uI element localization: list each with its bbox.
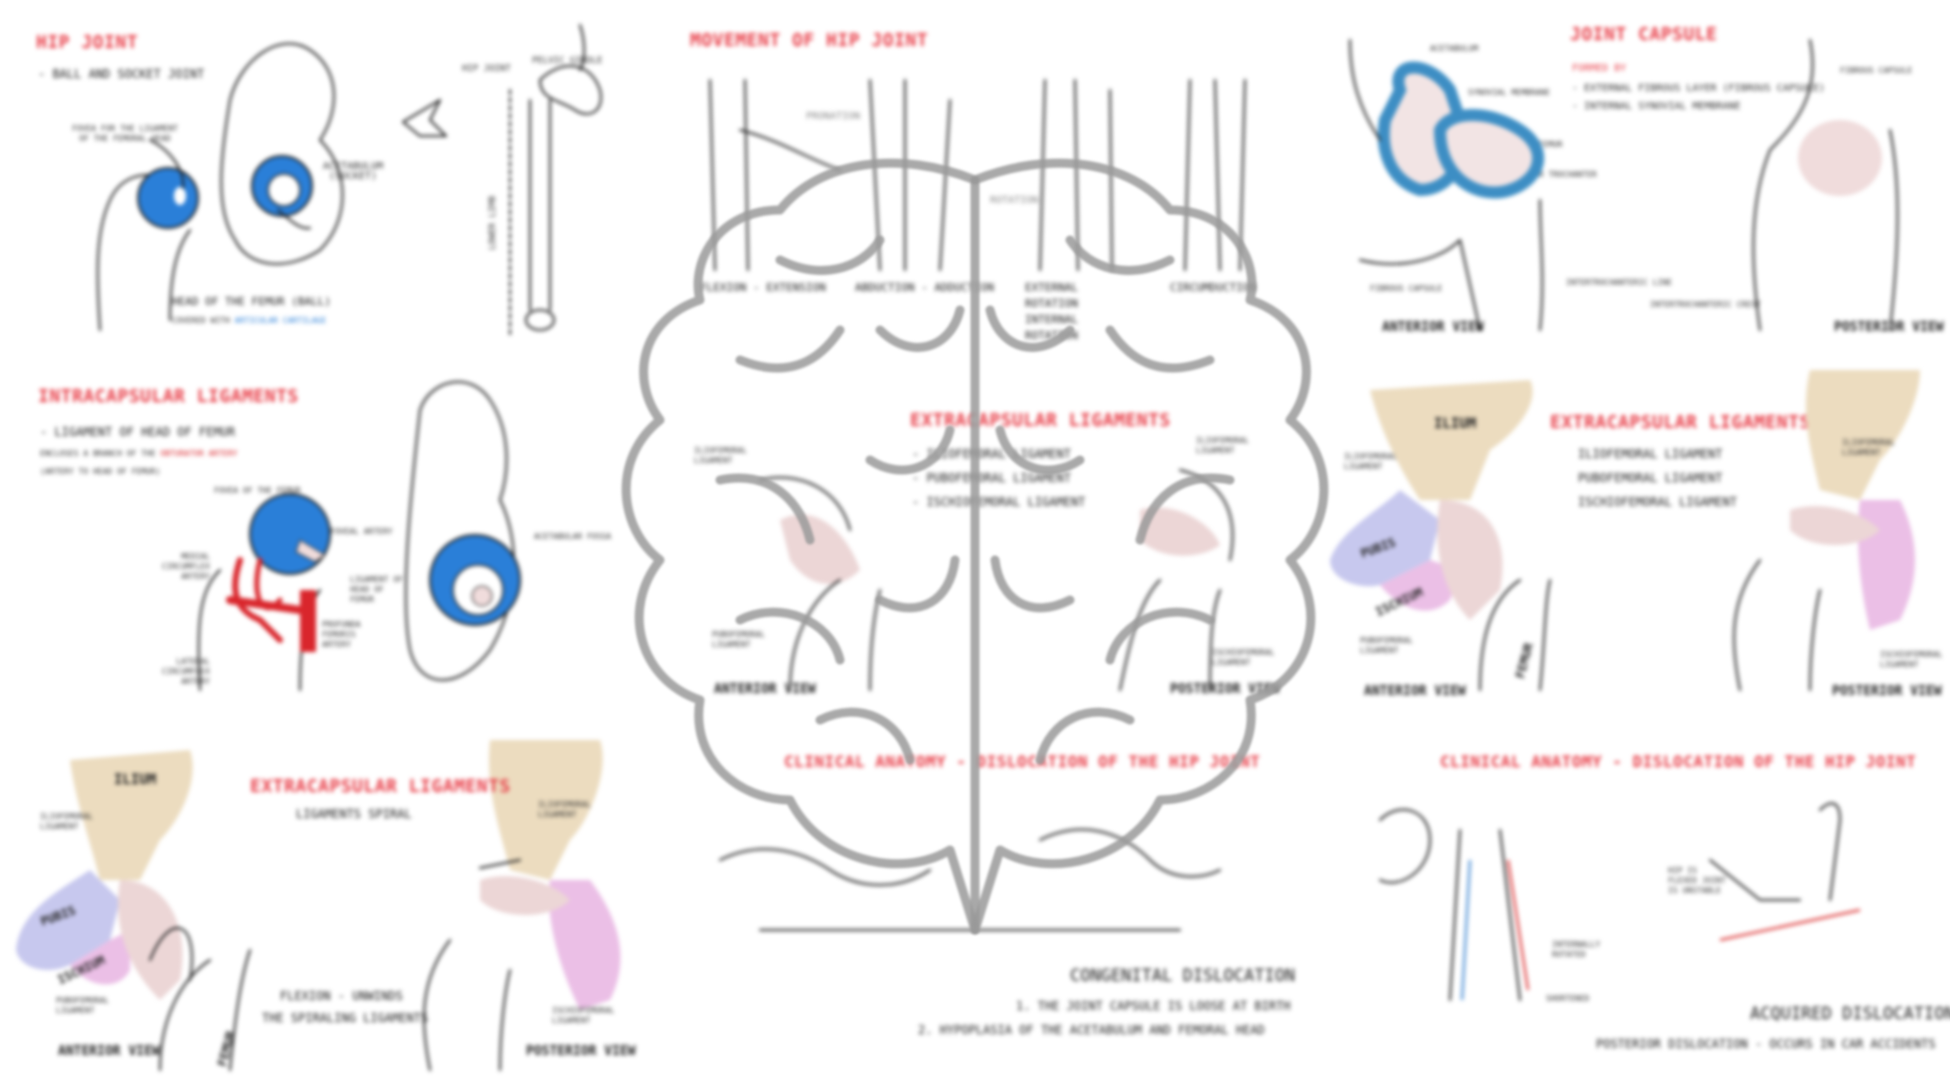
extracap-right-item-3: ISCHIOFEMORAL LIGAMENT bbox=[1578, 495, 1737, 509]
joint-capsule-title: JOINT CAPSULE bbox=[1570, 24, 1718, 45]
acquired-sub: POSTERIOR DISLOCATION - OCCURS IN CAR AC… bbox=[1596, 1037, 1936, 1051]
extracapsular-right-title: EXTRACAPSULAR LIGAMENTS bbox=[1550, 412, 1811, 433]
femur-head-label: HEAD OF THE FEMUR (BALL) bbox=[172, 295, 331, 308]
medial-circumflex-label: MEDIAL CIRCUMFLEX ARTERY bbox=[161, 552, 210, 581]
intracapsular-line-1: - LIGAMENT OF HEAD OF FEMUR bbox=[40, 425, 236, 439]
congenital-item-2: 2. HYPOPLASIA OF THE ACETABULUM AND FEMO… bbox=[918, 1023, 1265, 1037]
extracap-right-pubofemoral: PUBOFEMORAL LIGAMENT bbox=[1360, 636, 1413, 655]
extracap-right-anterior: ANTERIOR VIEW bbox=[1364, 684, 1466, 699]
ligaments-spiral-label: LIGAMENTS SPIRAL bbox=[296, 807, 412, 821]
hip-joint-type: - BALL AND SOCKET JOINT bbox=[38, 67, 205, 81]
acquired-heading: ACQUIRED DISLOCATION bbox=[1750, 1004, 1950, 1024]
extracap-bottom-anterior: ANTERIOR VIEW bbox=[58, 1044, 160, 1059]
capsule-intertroch-crest: INTERTROCHANTERIC CREST bbox=[1650, 300, 1761, 309]
congenital-item-1: 1. THE JOINT CAPSULE IS LOOSE AT BIRTH bbox=[1016, 999, 1291, 1013]
extracap-right-iliofemoral-2: ILIOFEMORAL LIGAMENT bbox=[1842, 438, 1895, 457]
capsule-fibrous-2: FIBROUS CAPSULE bbox=[1840, 66, 1913, 75]
covered-prefix: COVERED WITH bbox=[172, 316, 235, 325]
extracap-right-posterior: POSTERIOR VIEW bbox=[1832, 684, 1942, 699]
spiral-note-2: THE SPIRALING LIGAMENTS bbox=[262, 1011, 429, 1025]
internally-rotated-label: INTERNALLY ROTATED bbox=[1552, 940, 1601, 959]
profunda-label: PROFUNDA FEMORIS ARTERY bbox=[322, 620, 361, 649]
capsule-posterior-view: POSTERIOR VIEW bbox=[1834, 320, 1944, 335]
capsule-synovial: SYNOVIAL MEMBRANE bbox=[1468, 88, 1550, 97]
line2-prefix: ENCLOSES A BRANCH OF THE bbox=[40, 449, 161, 458]
extracap-right-item-2: PUBOFEMORAL LIGAMENT bbox=[1578, 471, 1723, 485]
pelvic-girdle-label: PELVIC GIRDLE bbox=[532, 56, 603, 66]
intracapsular-line-2: ENCLOSES A BRANCH OF THE OBTURATOR ARTER… bbox=[40, 449, 237, 459]
intracapsular-title: INTRACAPSULAR LIGAMENTS bbox=[38, 386, 299, 407]
extracap-bottom-iliofemoral: ILIOFEMORAL LIGAMENT bbox=[40, 812, 93, 831]
capsule-anterior-view: ANTERIOR VIEW bbox=[1382, 320, 1484, 335]
movement-title: MOVEMENT OF HIP JOINT bbox=[690, 30, 929, 51]
fovea-femur-label: FOVEA OF THE FEMUR bbox=[214, 486, 301, 495]
congenital-heading: CONGENITAL DISLOCATION bbox=[1070, 966, 1296, 986]
capsule-item-1: - EXTERNAL FIBROUS LAYER (FIBROUS CAPSUL… bbox=[1572, 83, 1825, 94]
cartilage-highlight: ARTICULAR CARTILAGE bbox=[234, 316, 327, 325]
shortened-label: SHORTENED bbox=[1546, 994, 1590, 1003]
ligament-head-label: LIGAMENT OF HEAD OF FEMUR bbox=[350, 575, 403, 604]
extracap-right-item-1: ILIOFEMORAL LIGAMENT bbox=[1578, 447, 1723, 461]
extracap-right-iliofemoral: ILIOFEMORAL LIGAMENT bbox=[1344, 452, 1397, 471]
formed-by-label: FORMED BY bbox=[1572, 63, 1627, 74]
ilium-label-right: ILIUM bbox=[1434, 416, 1477, 432]
extracap-right-ischiofemoral: ISCHIOFEMORAL LIGAMENT bbox=[1880, 650, 1943, 669]
capsule-trochanter: GREATER TROCHANTER bbox=[1510, 170, 1597, 179]
extracap-bottom-iliofemoral-2: ILIOFEMORAL LIGAMENT bbox=[538, 800, 591, 819]
pronation-label: PRONATION bbox=[806, 111, 861, 122]
hip-joint-small-label: HIP JOINT bbox=[462, 64, 511, 74]
spiral-note-1: FLEXION - UNWINDS bbox=[280, 989, 403, 1003]
hip-flexed-label: HIP IS FLEXED JOINT IS UNSTABLE bbox=[1668, 866, 1726, 895]
clinical-right-title: CLINICAL ANATOMY - DISLOCATION OF THE HI… bbox=[1440, 752, 1917, 771]
hip-joint-title: HIP JOINT bbox=[36, 32, 139, 53]
acetabular-fossa-label: ACETABULAR FOSSA bbox=[534, 532, 612, 541]
capsule-acetabulum: ACETABULUM bbox=[1430, 44, 1479, 53]
covered-label: COVERED WITH ARTICULAR CARTILAGE bbox=[172, 316, 326, 326]
extracap-bottom-pubofemoral: PUBOFEMORAL LIGAMENT bbox=[56, 996, 109, 1015]
extracapsular-bottom-title: EXTRACAPSULAR LIGAMENTS bbox=[250, 776, 511, 797]
intracapsular-line-3: (ARTERY TO HEAD OF FEMUR) bbox=[40, 467, 161, 476]
capsule-intertroch-line: INTERTROCHANTERIC LINE bbox=[1566, 278, 1672, 287]
obturator-highlight: OBTURATOR ARTERY bbox=[160, 449, 238, 458]
fovea-label: FOVEA FOR THE LIGAMENT OF THE FEMORAL HE… bbox=[72, 124, 178, 143]
extracap-bottom-posterior: POSTERIOR VIEW bbox=[526, 1044, 636, 1059]
foveal-artery-label: FOVEAL ARTERY bbox=[330, 527, 393, 536]
extracap-bottom-ischiofemoral: ISCHIOFEMORAL LIGAMENT bbox=[552, 1006, 615, 1025]
lateral-circumflex-label: LATERAL CIRCUMFLEX ARTERY bbox=[161, 657, 210, 686]
ilium-label-bottom: ILIUM bbox=[114, 772, 157, 788]
capsule-item-2: - INTERNAL SYNOVIAL MEMBRANE bbox=[1572, 101, 1741, 112]
capsule-fibrous: FIBROUS CAPSULE bbox=[1370, 284, 1443, 293]
acetabulum-label: ACETABULUM (SOCKET) bbox=[322, 161, 384, 182]
